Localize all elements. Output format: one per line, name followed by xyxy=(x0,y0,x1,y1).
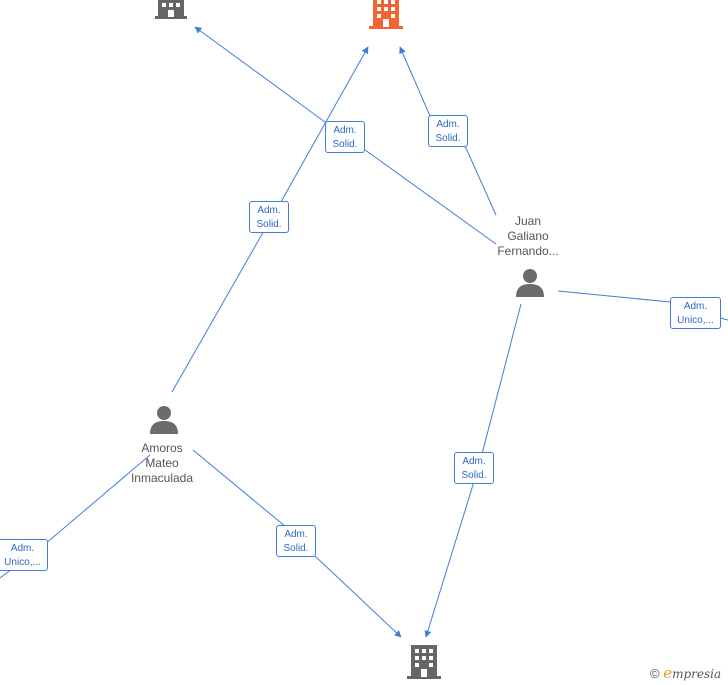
person-label-juan: Juan Galiano Fernando... xyxy=(490,214,566,259)
brand-logo: empresia xyxy=(663,664,722,682)
edge-label-line: Unico,... xyxy=(677,315,714,326)
edge-label-line: Adm. xyxy=(10,543,35,554)
edge-label-line: Solid. xyxy=(332,139,358,150)
edge-label-line: Adm. xyxy=(333,125,357,136)
building-icon[interactable] xyxy=(407,645,441,681)
edge-label-line: Solid. xyxy=(283,543,309,554)
building-icon[interactable] xyxy=(369,0,403,31)
person-icon[interactable] xyxy=(514,268,546,298)
person-icon[interactable] xyxy=(148,405,180,435)
person-label-line: Amoros xyxy=(141,441,183,455)
person-label-line: Galiano xyxy=(507,229,549,243)
edge-label-line: Unico,... xyxy=(4,557,41,568)
edge-label-line: Adm. xyxy=(257,205,281,216)
edge-label-line: Adm. xyxy=(436,119,460,130)
edge-label-juan-to-top-center[interactable]: Adm. Solid. xyxy=(428,115,468,147)
edge-label-juan-to-right[interactable]: Adm. Unico,... xyxy=(670,297,721,329)
person-label-line: Mateo xyxy=(145,456,179,470)
edge-label-amoros-to-top-center[interactable]: Adm. Solid. xyxy=(249,201,289,233)
brand-rest: mpresia xyxy=(672,667,722,681)
edge-label-line: Solid. xyxy=(435,133,461,144)
edge-label-line: Solid. xyxy=(461,470,487,481)
edge-label-line: Adm. xyxy=(683,301,708,312)
edge-label-juan-to-top-left[interactable]: Adm. Solid. xyxy=(325,121,365,153)
person-label-amoros: Amoros Mateo Inmaculada xyxy=(122,441,202,486)
copyright-symbol: © xyxy=(650,666,660,681)
edge-label-line: Solid. xyxy=(256,219,282,230)
building-icon[interactable] xyxy=(155,0,187,20)
person-label-line: Fernando... xyxy=(497,244,559,258)
brand-initial: e xyxy=(663,664,673,682)
person-label-line: Inmaculada xyxy=(130,471,194,485)
edge-label-amoros-to-bottom[interactable]: Adm. Solid. xyxy=(276,525,316,557)
edge-label-juan-to-bottom[interactable]: Adm. Solid. xyxy=(454,452,494,484)
edge-label-amoros-to-left[interactable]: Adm. Unico,... xyxy=(0,539,48,571)
person-label-line: Juan xyxy=(514,214,542,228)
edge-label-line: Adm. xyxy=(284,529,308,540)
empresia-watermark: © empresia xyxy=(650,664,721,682)
edge-label-line: Adm. xyxy=(462,456,486,467)
